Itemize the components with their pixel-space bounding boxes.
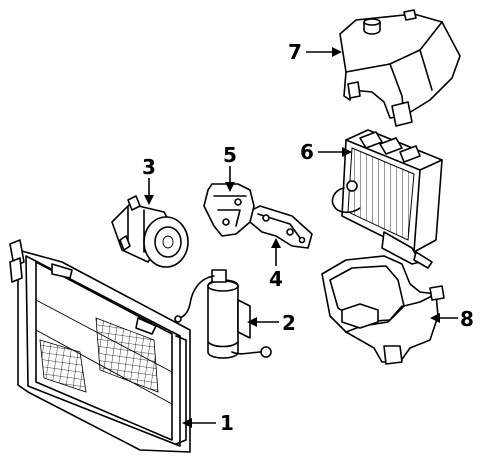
callout-labels: 1 2 3 4 5 6 7 8 — [142, 40, 474, 435]
callout-1: 1 — [220, 411, 234, 435]
evaporator-core — [331, 129, 443, 269]
callout-6: 6 — [300, 140, 314, 164]
callout-3: 3 — [142, 155, 156, 179]
receiver-drier — [174, 269, 272, 359]
condenser — [9, 239, 191, 453]
callout-2: 2 — [282, 311, 296, 335]
housing-cover — [339, 9, 461, 127]
callout-7: 7 — [288, 40, 302, 64]
leader-arrows — [144, 47, 458, 428]
compressor — [111, 195, 189, 268]
callout-8: 8 — [460, 307, 474, 331]
bracket-4 — [247, 205, 313, 249]
lower-case — [321, 255, 445, 365]
callout-4: 4 — [269, 267, 283, 291]
callout-5: 5 — [223, 143, 237, 167]
bracket-5 — [203, 183, 255, 237]
